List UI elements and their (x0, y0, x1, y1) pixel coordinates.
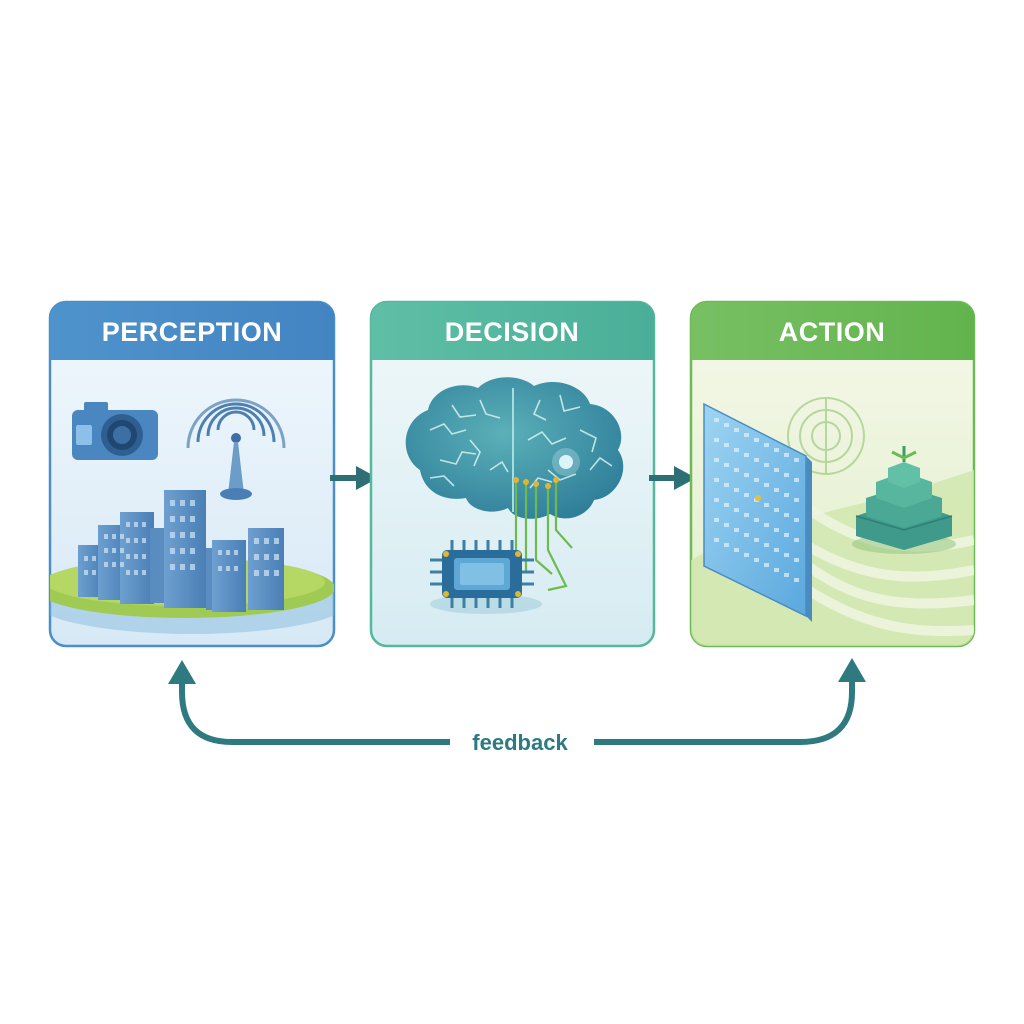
camera-icon (72, 402, 158, 460)
feedback-arrow (168, 658, 866, 745)
city-buildings-icon (78, 490, 284, 612)
brain-icon (405, 377, 624, 519)
action-panel: ACTION (689, 300, 976, 648)
feedback-label: feedback (472, 730, 568, 755)
flow-arrow-perception-to-decision (330, 466, 378, 490)
radar-rings-icon (787, 397, 865, 475)
panel-screen-icon (703, 402, 812, 622)
chip-icon (430, 540, 542, 614)
tiered-tower-icon (852, 446, 956, 554)
decision-panel: DECISION (369, 300, 656, 648)
decision-title: DECISION (445, 317, 580, 347)
perception-title: PERCEPTION (102, 317, 283, 347)
perception-panel: PERCEPTION (48, 300, 336, 648)
antenna-icon (186, 398, 286, 500)
action-title: ACTION (779, 317, 886, 347)
flow-arrow-decision-to-action (649, 466, 696, 490)
